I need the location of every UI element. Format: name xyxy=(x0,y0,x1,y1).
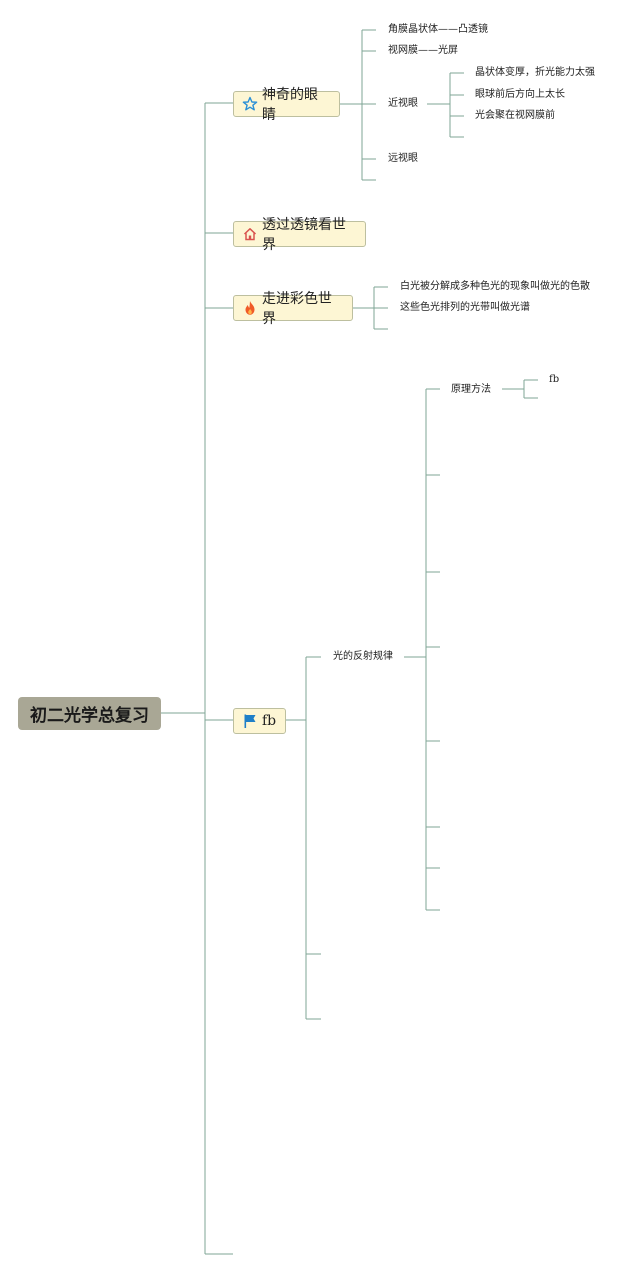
star-icon xyxy=(242,96,258,112)
flag-icon xyxy=(242,713,258,729)
subtopic-reflection[interactable]: 光的反射规律 xyxy=(333,651,393,662)
leaf-myopia-1[interactable]: 晶状体变厚，折光能力太强 xyxy=(475,67,595,78)
topic-eyes[interactable]: 神奇的眼睛 xyxy=(233,87,340,123)
topic-lens[interactable]: 透过透镜看世界 xyxy=(233,217,366,253)
topic-fb-label: fb xyxy=(262,713,277,729)
leaf-dispersion[interactable]: 白光被分解成多种色光的现象叫做光的色散 xyxy=(400,281,590,292)
leaf-method-fb[interactable]: fb xyxy=(549,374,560,385)
topic-eyes-label: 神奇的眼睛 xyxy=(262,87,318,123)
topic-fb[interactable]: fb xyxy=(233,708,286,734)
subtopic-method[interactable]: 原理方法 xyxy=(451,384,491,395)
leaf-cornea[interactable]: 角膜晶状体——凸透镜 xyxy=(388,24,488,35)
house-icon xyxy=(242,226,258,242)
topic-color-label: 走进彩色世界 xyxy=(262,291,332,327)
root-label: 初二光学总复习 xyxy=(30,706,149,726)
topic-lens-label: 透过透镜看世界 xyxy=(262,217,346,253)
subtopic-hyperopia[interactable]: 远视眼 xyxy=(388,153,418,164)
flame-icon xyxy=(242,300,258,316)
subtopic-myopia[interactable]: 近视眼 xyxy=(388,98,418,109)
topic-color[interactable]: 走进彩色世界 xyxy=(233,291,353,327)
root-topic[interactable]: 初二光学总复习 xyxy=(18,697,161,730)
leaf-spectrum[interactable]: 这些色光排列的光带叫做光谱 xyxy=(400,302,530,313)
leaf-myopia-3[interactable]: 光会聚在视网膜前 xyxy=(475,110,555,121)
leaf-retina[interactable]: 视网膜——光屏 xyxy=(388,45,458,56)
leaf-myopia-2[interactable]: 眼球前后方向上太长 xyxy=(475,89,565,100)
